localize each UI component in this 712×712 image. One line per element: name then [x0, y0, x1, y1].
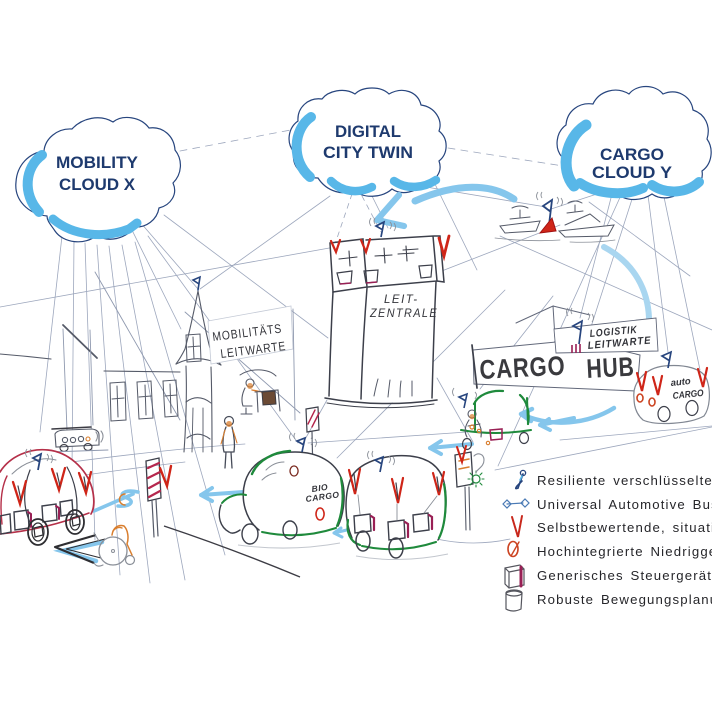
svg-text:Universal Automotive Bus: Universal Automotive Bus — [537, 497, 712, 512]
svg-text:CARGO: CARGO — [672, 388, 704, 402]
svg-text:LOGISTIK: LOGISTIK — [589, 324, 638, 340]
svg-text:MOBILITY: MOBILITY — [56, 153, 139, 172]
svg-text:CLOUD Y: CLOUD Y — [592, 163, 673, 182]
svg-text:CITY TWIN: CITY TWIN — [323, 143, 413, 162]
svg-text:HUB: HUB — [586, 352, 636, 384]
svg-text:Resiliente verschlüsselte Kom: Resiliente verschlüsselte Kom — [537, 473, 712, 488]
svg-text:CARGO: CARGO — [305, 489, 340, 504]
svg-text:CARGO: CARGO — [600, 145, 664, 164]
svg-text:DIGITAL: DIGITAL — [335, 122, 401, 141]
svg-text:Selbstbewertende, situati: Selbstbewertende, situati — [537, 520, 712, 535]
svg-text:LEITWARTE: LEITWARTE — [587, 334, 652, 352]
svg-text:LEIT-: LEIT- — [384, 294, 419, 306]
svg-text:Robuste Bewegungsplanung: Robuste Bewegungsplanung — [537, 592, 712, 607]
svg-text:Hochintegrierte Niedrigges: Hochintegrierte Niedrigges — [537, 544, 712, 559]
svg-text:BIO: BIO — [311, 482, 329, 494]
svg-text:Generisches Steuergerät: Generisches Steuergerät — [537, 568, 712, 583]
svg-text:CARGO: CARGO — [479, 351, 566, 385]
svg-text:auto: auto — [670, 376, 691, 389]
svg-text:ZENTRALE: ZENTRALE — [369, 308, 438, 320]
svg-text:CLOUD X: CLOUD X — [59, 175, 136, 194]
